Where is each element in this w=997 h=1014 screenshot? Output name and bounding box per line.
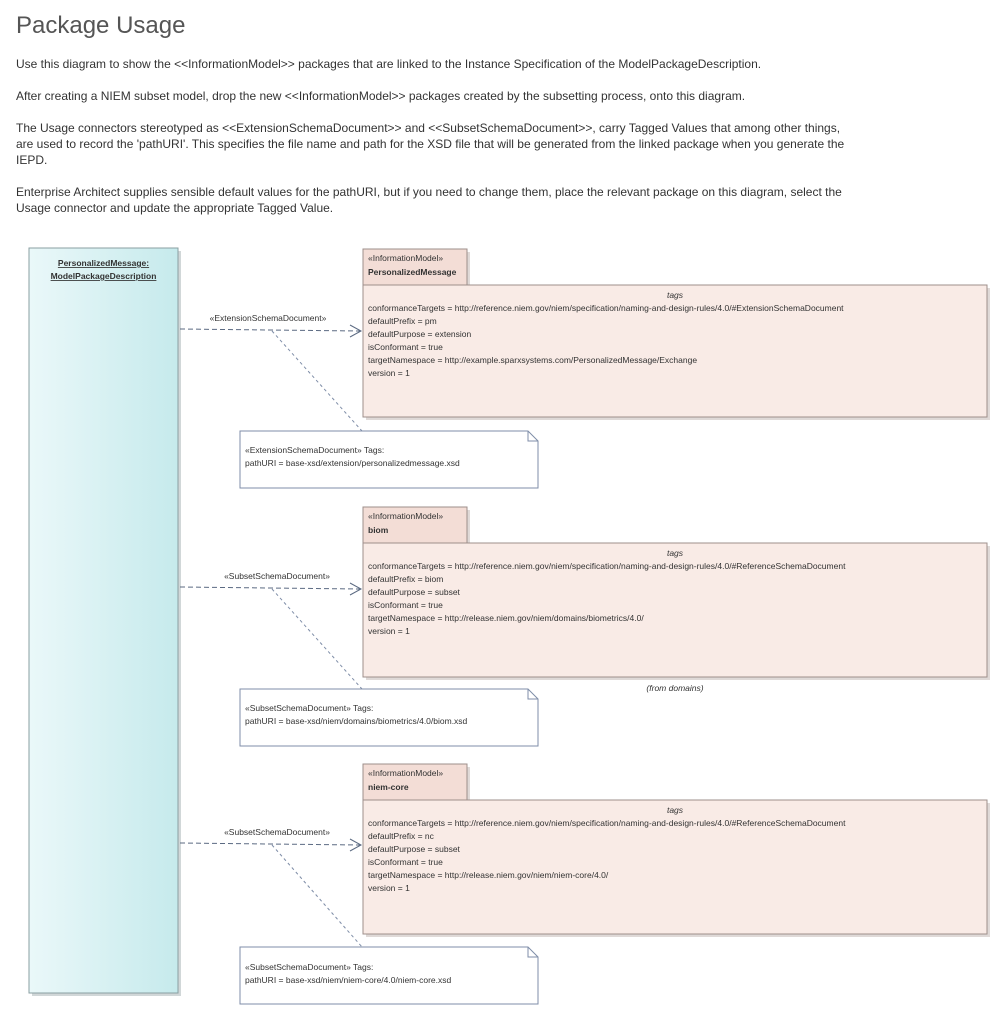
tag-line: defaultPurpose = subset [368, 844, 461, 854]
connector-stereotype-label: «ExtensionSchemaDocument» [210, 313, 327, 323]
instance-name-line-2: ModelPackageDescription [51, 271, 157, 281]
package-niem-core[interactable]: «InformationModel» niem-core tags confor… [362, 763, 990, 937]
tag-line: conformanceTargets = http://reference.ni… [368, 818, 846, 828]
tag-line: conformanceTargets = http://reference.ni… [368, 561, 846, 571]
intro-paragraph-1: Use this diagram to show the <<Informati… [16, 57, 762, 71]
note-title: «ExtensionSchemaDocument» Tags: [245, 445, 384, 455]
tag-line: defaultPurpose = subset [368, 587, 461, 597]
package-origin-label: (from domains) [646, 683, 703, 693]
tag-line: version = 1 [368, 883, 410, 893]
tag-line: targetNamespace = http://release.niem.go… [368, 870, 609, 880]
connector-stereotype-label: «SubsetSchemaDocument» [224, 827, 330, 837]
instance-specification[interactable]: PersonalizedMessage: ModelPackageDescrip… [28, 247, 181, 996]
package-biom[interactable]: «InformationModel» biom tags conformance… [362, 506, 990, 693]
tag-line: targetNamespace = http://example.sparxsy… [368, 355, 697, 365]
tagged-value-note-biom[interactable]: «SubsetSchemaDocument» Tags: pathURI = b… [239, 688, 539, 747]
intro-paragraph-2: After creating a NIEM subset model, drop… [16, 89, 746, 103]
instance-name-line-1: PersonalizedMessage: [58, 258, 149, 268]
tagged-value-note-extension[interactable]: «ExtensionSchemaDocument» Tags: pathURI … [239, 430, 539, 489]
intro-paragraph-3: The Usage connectors stereotyped as <<Ex… [16, 121, 845, 167]
tag-line: isConformant = true [368, 857, 443, 867]
tag-line: defaultPurpose = extension [368, 329, 472, 339]
tag-line: isConformant = true [368, 600, 443, 610]
tags-label: tags [667, 290, 684, 300]
tag-line: conformanceTargets = http://reference.ni… [368, 303, 844, 313]
intro-paragraph-4: Enterprise Architect supplies sensible d… [16, 185, 842, 215]
note-path-uri: pathURI = base-xsd/extension/personalize… [245, 458, 460, 468]
connector-stereotype-label: «SubsetSchemaDocument» [224, 571, 330, 581]
tag-line: defaultPrefix = biom [368, 574, 443, 584]
tag-line: version = 1 [368, 368, 410, 378]
tag-line: isConformant = true [368, 342, 443, 352]
note-title: «SubsetSchemaDocument» Tags: [245, 703, 373, 713]
tag-line: version = 1 [368, 626, 410, 636]
tags-label: tags [667, 548, 684, 558]
tag-line: defaultPrefix = nc [368, 831, 435, 841]
note-path-uri: pathURI = base-xsd/niem/domains/biometri… [245, 716, 468, 726]
usage-connector-subset-niem-core[interactable]: «SubsetSchemaDocument» [179, 827, 363, 948]
tagged-value-note-niem-core[interactable]: «SubsetSchemaDocument» Tags: pathURI = b… [239, 946, 539, 1005]
package-name: PersonalizedMessage [368, 267, 457, 277]
usage-connector-extension[interactable]: «ExtensionSchemaDocument» [179, 313, 363, 432]
package-stereotype: «InformationModel» [368, 768, 443, 778]
tags-label: tags [667, 805, 684, 815]
package-personalizedmessage[interactable]: «InformationModel» PersonalizedMessage t… [362, 248, 990, 420]
tag-line: defaultPrefix = pm [368, 316, 437, 326]
package-stereotype: «InformationModel» [368, 511, 443, 521]
package-name: niem-core [368, 782, 409, 792]
tag-line: targetNamespace = http://release.niem.go… [368, 613, 644, 623]
note-path-uri: pathURI = base-xsd/niem/niem-core/4.0/ni… [245, 975, 451, 985]
page-title: Package Usage [16, 12, 186, 39]
package-stereotype: «InformationModel» [368, 253, 443, 263]
usage-connector-subset-biom[interactable]: «SubsetSchemaDocument» [179, 571, 363, 690]
note-title: «SubsetSchemaDocument» Tags: [245, 962, 373, 972]
package-name: biom [368, 525, 389, 535]
